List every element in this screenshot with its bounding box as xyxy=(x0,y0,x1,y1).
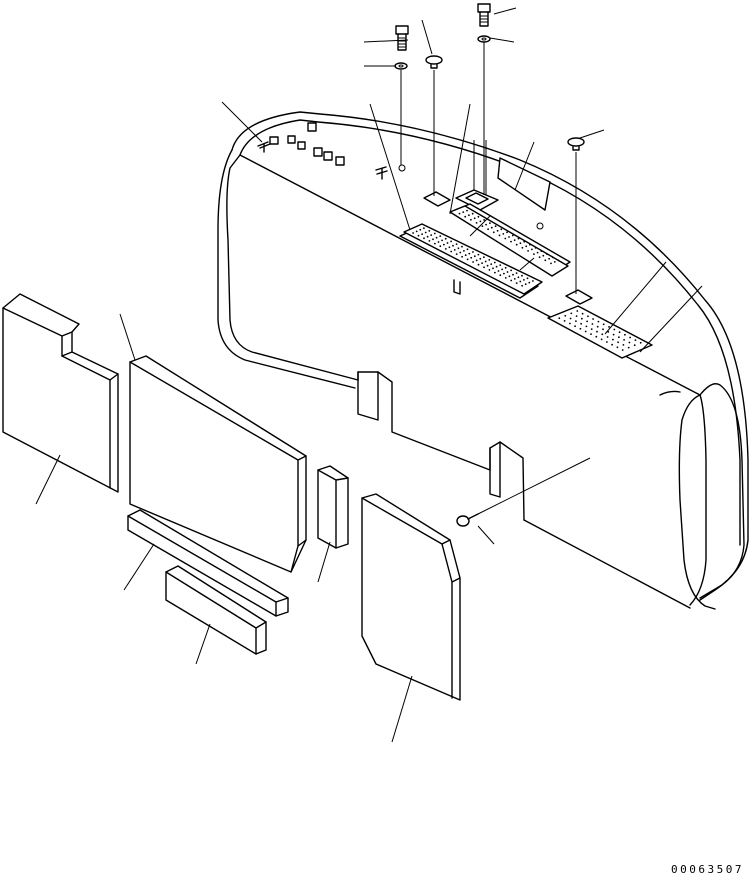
bolt-top-icon xyxy=(477,3,491,27)
washer-top-icon xyxy=(477,35,491,43)
bolt-left-icon xyxy=(395,25,409,51)
antislip-texture xyxy=(412,209,642,351)
antislip-sheet-right xyxy=(547,305,653,359)
insulation-panel-center xyxy=(129,355,307,573)
foam-strip-long xyxy=(127,509,289,617)
insulation-panel-left xyxy=(2,293,119,493)
cap-right-icon xyxy=(567,137,585,151)
leader-lines xyxy=(35,7,703,743)
counterweight-icon xyxy=(217,111,749,610)
foam-block-icon xyxy=(317,465,349,549)
cap-pads xyxy=(423,191,593,305)
assembly-axis-lines xyxy=(400,42,591,515)
rivet-icon xyxy=(456,513,479,527)
washer-left-icon xyxy=(394,62,408,70)
top-mount-holes xyxy=(257,122,406,180)
figure-reference-code: 00063507 xyxy=(671,863,744,876)
label-icon xyxy=(497,157,551,211)
insulation-panel-right xyxy=(361,493,461,701)
plate-top-icon xyxy=(455,140,499,211)
foam-strip-short xyxy=(165,565,267,655)
antislip-sheet-upper xyxy=(449,203,571,277)
cap-center-icon xyxy=(425,55,443,69)
